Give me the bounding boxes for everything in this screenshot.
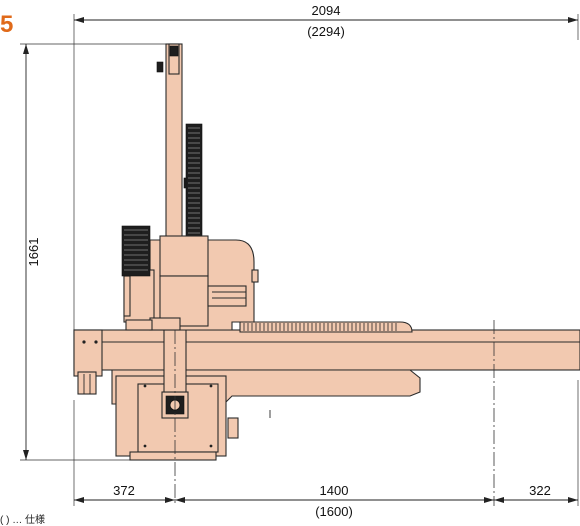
carriage-body	[121, 225, 259, 331]
overall-height-dimension: 1661	[20, 43, 170, 461]
travel-label: 1400	[320, 483, 349, 498]
overall-height-label: 1661	[26, 238, 41, 267]
cable-chain	[239, 321, 413, 333]
left-offset-label: 372	[113, 483, 135, 498]
overall-width-label: 2094	[312, 3, 341, 18]
footnote: ( ) … 仕様	[0, 515, 45, 526]
overall-width-alt-label: (2294)	[307, 24, 345, 39]
overall-width-dimension: 2094 (2294)	[73, 3, 579, 330]
corner-mark: 5	[0, 11, 14, 38]
travel-alt-label: (1600)	[315, 504, 353, 519]
upright-cable-pack	[185, 123, 203, 241]
bottom-dimensions: 372 1400 (1600) 322	[73, 380, 579, 519]
right-offset-label: 322	[529, 483, 551, 498]
beam-end-block	[73, 329, 103, 395]
